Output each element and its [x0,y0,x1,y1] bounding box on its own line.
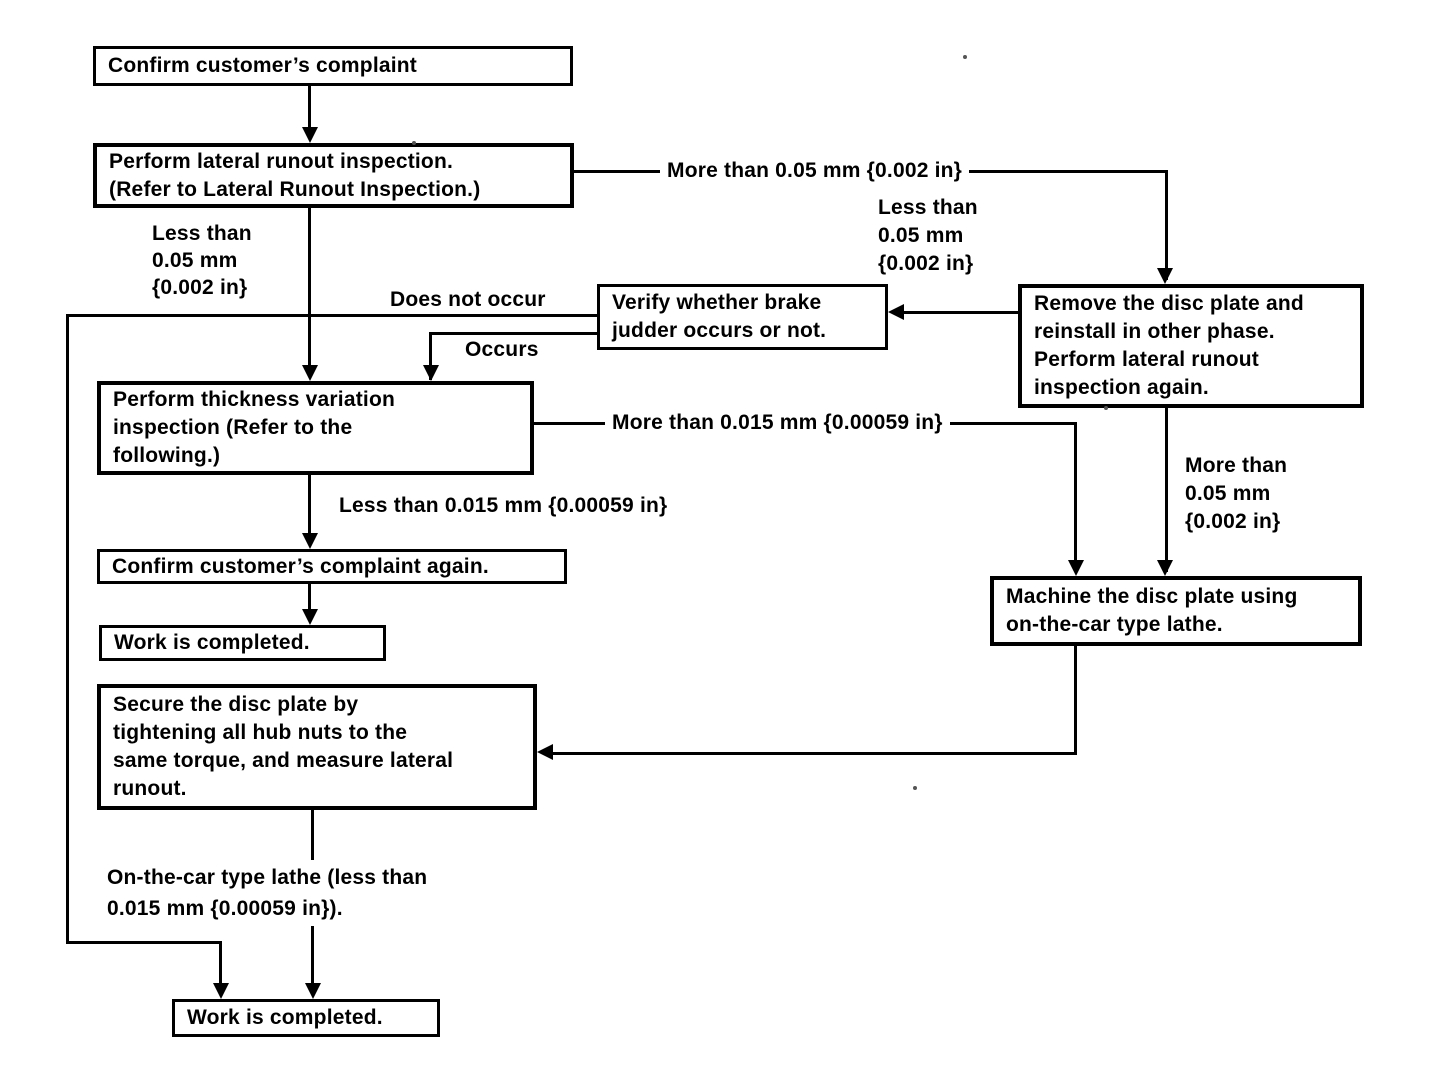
arrowhead-0015-into-machine [1068,560,1084,576]
node-lateral-runout-inspection: Perform lateral runout inspection. (Refe… [93,143,574,208]
connector-thickness-to-confirm-again [308,475,311,545]
node-lateral-runout-text: Perform lateral runout inspection. (Refe… [109,149,481,201]
connector-lateral-to-thickness [308,208,311,377]
node-machine-disc-plate: Machine the disc plate using on-the-car … [990,576,1362,646]
connector-does-not-occur-horizontal [66,314,599,317]
node-machine-disc-text: Machine the disc plate using on-the-car … [1006,585,1298,636]
connector-remove-to-machine [1165,408,1168,572]
edge-label-less-than-0015: Less than 0.015 mm {0.00059 in} [339,494,668,517]
scan-noise-dot [913,786,917,790]
arrowhead-into-remove [1157,268,1173,284]
edge-label-more-than-0015: More than 0.015 mm {0.00059 in} [605,409,950,437]
arrowhead-005-into-machine [1157,560,1173,576]
connector-occurs-vertical [429,332,432,380]
connector-does-not-occur-bottom-horizontal [66,941,222,944]
connector-lateral-right-vertical [1165,170,1168,280]
scan-noise-dot [963,55,967,59]
node-remove-reinstall-text: Remove the disc plate and reinstall in o… [1034,292,1304,399]
connector-machine-down [1074,646,1077,755]
arrowhead-remove-into-verify [888,304,904,320]
edge-label-less-than-005-right: Less than 0.05 mm {0.002 in} [878,196,978,275]
arrowhead-into-confirm-again [302,533,318,549]
connector-confirm-to-lateral [308,86,311,139]
connector-remove-to-verify [902,311,1018,314]
node-work-completed-top-text: Work is completed. [114,631,310,654]
edge-label-occurs: Occurs [465,338,539,361]
connector-machine-to-secure [545,752,1077,755]
node-work-completed-bottom-text: Work is completed. [187,1006,383,1029]
node-confirm-again-text: Confirm customer’s complaint again. [112,554,489,578]
connector-does-not-occur-into-work [219,941,222,987]
connector-does-not-occur-vertical [66,314,69,944]
edge-label-less-than-005-left: Less than 0.05 mm {0.002 in} [152,222,252,299]
arrowhead-machine-into-secure [537,744,553,760]
connector-confirm-again-to-work [308,584,311,621]
arrowhead-occurs-into-thickness [423,365,439,381]
edge-label-more-than-005-top: More than 0.05 mm {0.002 in} [660,157,970,185]
node-thickness-variation-inspection: Perform thickness variation inspection (… [97,381,534,475]
node-secure-disc-plate: Secure the disc plate by tightening all … [97,684,537,810]
arrowhead-lateral-into-thickness [302,365,318,381]
edge-label-on-the-car-lathe: On-the-car type lathe (less than 0.015 m… [100,860,435,926]
node-work-completed-top: Work is completed. [99,625,386,661]
arrowhead-left-loop-into-work-bottom [213,983,229,999]
node-work-completed-bottom: Work is completed. [172,999,440,1037]
node-thickness-variation-text: Perform thickness variation inspection (… [113,388,395,467]
node-confirm-complaint-again: Confirm customer’s complaint again. [97,549,567,584]
node-verify-brake-judder-text: Verify whether brake judder occurs or no… [612,291,827,342]
connector-occurs-horizontal [429,332,599,335]
node-confirm-complaint-text: Confirm customer’s complaint [108,54,417,77]
arrowhead-secure-into-work-bottom [305,983,321,999]
node-secure-disc-text: Secure the disc plate by tightening all … [113,693,454,800]
edge-label-more-than-005-right: More than 0.05 mm {0.002 in} [1185,454,1288,533]
scan-noise-dot [1104,406,1108,410]
node-verify-brake-judder: Verify whether brake judder occurs or no… [597,284,888,350]
connector-thickness-right-vertical [1074,422,1077,572]
arrowhead-into-work-top [302,609,318,625]
scan-noise-dot [412,141,416,145]
node-remove-reinstall-disc: Remove the disc plate and reinstall in o… [1018,284,1364,408]
node-confirm-complaint: Confirm customer’s complaint [93,46,573,86]
edge-label-does-not-occur: Does not occur [390,288,546,311]
arrowhead-into-lateral [302,127,318,143]
